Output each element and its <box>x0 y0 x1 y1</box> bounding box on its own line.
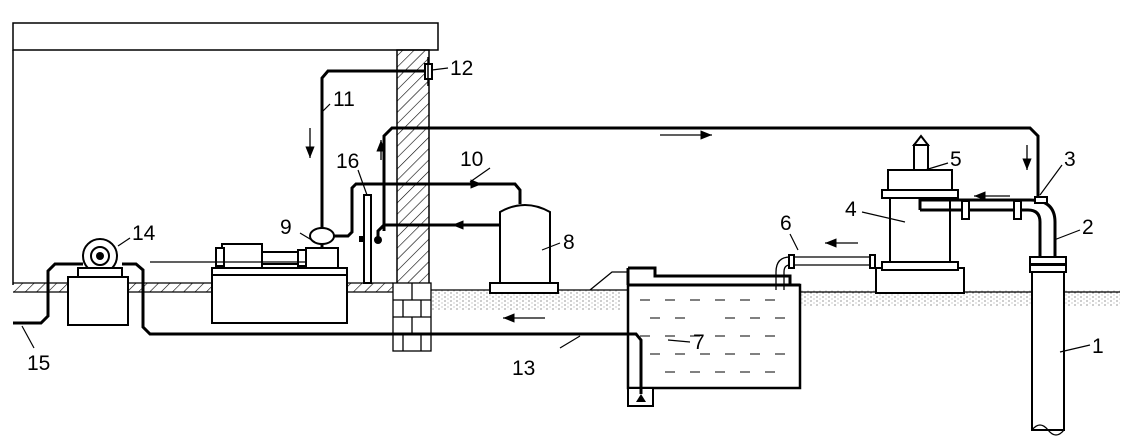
priming-pipe <box>320 69 430 228</box>
label-10: 10 <box>460 148 483 171</box>
label-3: 3 <box>1064 148 1076 171</box>
pump-head <box>889 195 951 263</box>
discharge-pipe <box>334 182 522 238</box>
label-11: 11 <box>333 88 355 111</box>
small-pump <box>13 238 129 326</box>
motor <box>221 243 263 271</box>
label-15: 15 <box>27 352 50 375</box>
labels: 1 2 3 4 5 6 7 8 9 10 11 12 13 14 15 16 <box>27 57 1104 380</box>
well-riser-outer <box>920 208 1042 257</box>
pressure-vessel <box>489 204 559 294</box>
indoor-floor <box>13 283 393 292</box>
label-12: 12 <box>450 57 473 80</box>
hatched-wall <box>396 49 430 286</box>
leader-lines <box>21 67 1091 353</box>
label-6: 6 <box>780 212 792 235</box>
building <box>12 22 439 352</box>
small-pump-discharge <box>13 262 83 325</box>
suction-pipe <box>122 262 643 394</box>
motor-housing <box>887 169 953 191</box>
main-delivery-pipe <box>382 126 1040 231</box>
label-16: 16 <box>336 150 359 173</box>
label-1: 1 <box>1092 335 1104 358</box>
label-13: 13 <box>512 357 535 380</box>
main-pump-unit <box>150 227 348 324</box>
ground-fill-left <box>431 290 621 310</box>
pump-casing <box>305 247 339 271</box>
top-valve <box>424 57 433 86</box>
label-7: 7 <box>693 331 705 354</box>
label-2: 2 <box>1082 216 1094 239</box>
wall-foundation <box>392 282 432 352</box>
check-valve <box>374 236 382 244</box>
plinth <box>875 267 965 294</box>
label-14: 14 <box>132 222 156 245</box>
roof <box>12 22 439 51</box>
label-5: 5 <box>950 148 962 171</box>
well-casing <box>1029 256 1067 436</box>
label-4: 4 <box>845 198 857 221</box>
foot-valve <box>636 394 646 402</box>
label-9: 9 <box>280 216 292 239</box>
ground-slope <box>589 271 628 291</box>
label-8: 8 <box>563 231 575 254</box>
water-tank <box>626 266 802 407</box>
well-head-unit <box>875 134 1010 294</box>
pump-base <box>211 274 348 324</box>
gauge-post <box>363 194 372 284</box>
water-level-marks <box>640 299 785 373</box>
